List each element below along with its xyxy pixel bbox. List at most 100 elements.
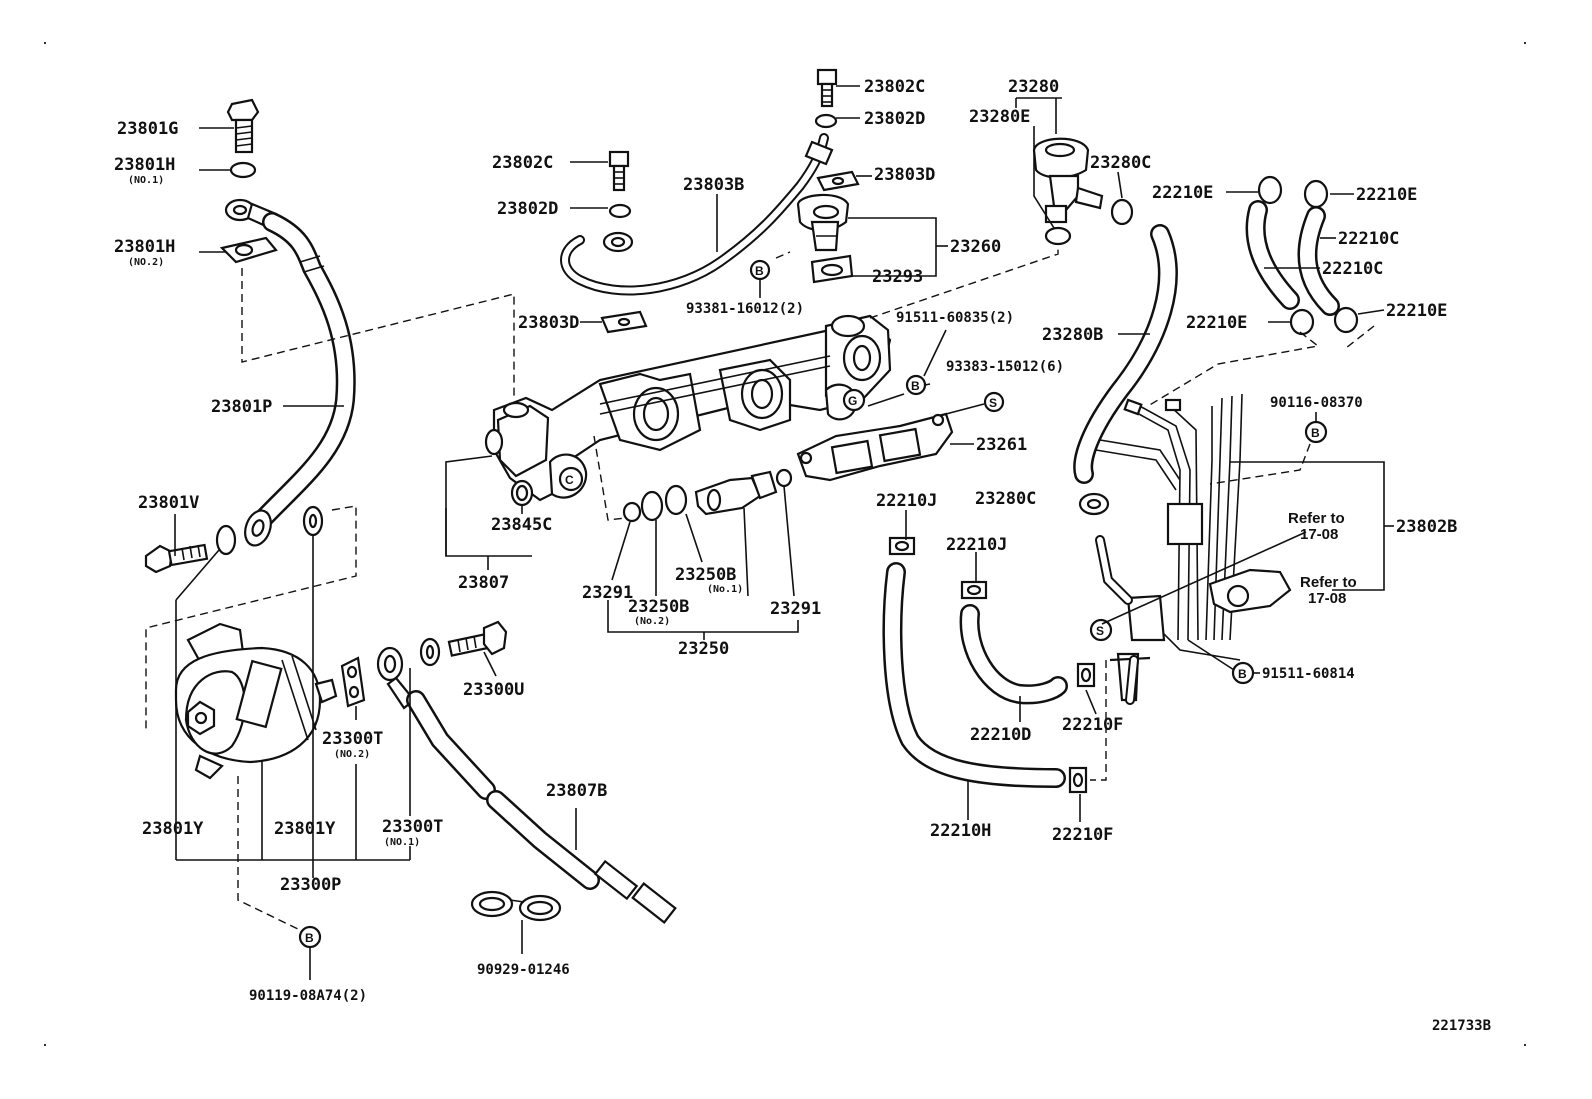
clamp-22210E-b <box>1303 179 1329 209</box>
fuel-delivery-pipe-23807 <box>484 314 892 502</box>
union-bolt-23801V <box>144 543 209 574</box>
right-group: B S B B <box>298 97 1394 949</box>
label-22210J-b: 22210J <box>946 535 1007 555</box>
clip-22210J-a <box>888 536 916 556</box>
bolt-symbol-91511-60814: B <box>1238 667 1247 681</box>
label-22210F-a: 22210F <box>1062 715 1123 735</box>
gasket-23293 <box>810 254 854 284</box>
label-23280: 23280 <box>1008 77 1059 97</box>
fuel-hose-23807B <box>406 690 677 924</box>
label-23802C-left: 23802C <box>492 153 553 173</box>
label-23802D-upper: 23802D <box>864 109 925 129</box>
part-labels: 23801G 23801H (NO.1) 23801H (NO.2) 23801… <box>114 77 1491 1034</box>
gasket-23300T-no2 <box>340 656 366 708</box>
label-23801H-no1: 23801H <box>114 155 175 175</box>
clip-22210F-a <box>1076 662 1096 688</box>
label-23280C-upper: 23280C <box>1090 153 1151 173</box>
label-23801Y-a: 23801Y <box>142 819 204 839</box>
stud-marker-93383 <box>983 391 1005 413</box>
label-23801V: 23801V <box>138 493 199 513</box>
bolt-marker-91511-60814 <box>1231 661 1255 685</box>
label-23291-a: 23291 <box>582 583 633 603</box>
bolt-marker-93381 <box>749 259 771 281</box>
label-23250B-no2-note: (No.2) <box>634 616 670 627</box>
label-23300T-no2: 23300T <box>322 729 383 749</box>
label-93381-16012: 93381-16012(2) <box>686 301 804 317</box>
gasket-23801H-no1 <box>229 161 257 179</box>
label-22210C-a: 22210C <box>1338 229 1399 249</box>
gasket-symbol: G <box>848 394 857 408</box>
label-23261: 23261 <box>976 435 1027 455</box>
label-23250B-no1: 23250B <box>675 565 736 585</box>
bolt-symbol-93381: B <box>755 264 764 278</box>
hose-22210D <box>959 604 1068 705</box>
label-23250B-no2: 23250B <box>628 597 689 617</box>
label-23260: 23260 <box>950 237 1001 257</box>
corner-marks <box>44 42 1526 1046</box>
stud-symbol-right: S <box>1096 624 1104 638</box>
label-23280C-lower: 23280C <box>975 489 1036 509</box>
label-23293: 23293 <box>872 267 923 287</box>
gasket-23801Y-a <box>215 524 237 556</box>
label-23801H-no2-note: (NO.2) <box>128 257 164 268</box>
union-bolt-23801G <box>226 98 260 154</box>
hose-end-fitting <box>244 509 272 547</box>
label-23250: 23250 <box>678 639 729 659</box>
bolt-symbol-90116: B <box>1311 426 1320 440</box>
label-22210H: 22210H <box>930 821 991 841</box>
label-91511-60814: 91511-60814 <box>1262 666 1355 682</box>
fuel-hose-23801P <box>252 212 356 530</box>
hose-clamp-90929 <box>470 890 562 922</box>
label-22210D: 22210D <box>970 725 1031 745</box>
vsv-23280 <box>1032 137 1104 224</box>
label-23801H-no1-note: (NO.1) <box>128 175 164 186</box>
label-22210E-a: 22210E <box>1152 183 1213 203</box>
label-23845C: 23845C <box>491 515 552 535</box>
o-ring-23280E <box>1044 226 1072 246</box>
pulsation-damper-23300P <box>174 622 338 780</box>
label-23802B: 23802B <box>1396 517 1457 537</box>
stud-symbol-93383: S <box>989 396 997 410</box>
gasket-23802D-upper <box>814 113 838 129</box>
clamp-22210E-d <box>1333 306 1359 334</box>
hose-22210H <box>882 562 1066 788</box>
clip-23280C-upper <box>1110 198 1134 226</box>
label-22210F-b: 22210F <box>1052 825 1113 845</box>
diagram-id: 221733B <box>1432 1018 1491 1034</box>
gasket-23802D-left <box>608 203 632 219</box>
center-group: B B S G C <box>445 68 1059 640</box>
label-23300T-no1: 23300T <box>382 817 443 837</box>
label-23802D-left: 23802D <box>497 199 558 219</box>
label-refer-1-a: Refer to <box>1288 510 1345 527</box>
label-23801G: 23801G <box>117 119 178 139</box>
fitting-marker <box>558 466 584 492</box>
fitting-symbol: C <box>565 473 574 487</box>
label-23291-b: 23291 <box>770 599 821 619</box>
clip-22210F-b <box>1068 766 1088 794</box>
bolt-symbol-90119: B <box>305 931 314 945</box>
label-23250B-no1-note: (No.1) <box>707 584 743 595</box>
label-90929-01246: 90929-01246 <box>477 962 570 978</box>
gasket-23803D-lower <box>600 310 648 334</box>
injector-23250 <box>622 468 793 523</box>
gasket-marker <box>842 388 866 412</box>
label-refer-2-b: 17-08 <box>1308 590 1346 607</box>
hose-22210C-left <box>1245 200 1300 310</box>
label-23300T-no1-note: (NO.1) <box>384 837 420 848</box>
label-23300U: 23300U <box>463 680 524 700</box>
clip-23280C-lower <box>1078 492 1110 516</box>
label-22210E-c: 22210E <box>1186 313 1247 333</box>
label-23802C-upper: 23802C <box>864 77 925 97</box>
label-22210E-d: 22210E <box>1386 301 1447 321</box>
label-23801H-no2: 23801H <box>114 237 175 257</box>
union-bolt-23300U <box>447 620 508 657</box>
bolt-marker-90119 <box>298 925 322 949</box>
label-23803B: 23803B <box>683 175 744 195</box>
gasket-23803D-upper <box>816 170 860 192</box>
bolt-symbol-91511: B <box>911 379 920 393</box>
pipe-stub <box>1095 535 1139 705</box>
label-93383-15012: 93383-15012(6) <box>946 359 1064 375</box>
label-22210J-a: 22210J <box>876 491 937 511</box>
label-refer-1-b: 17-08 <box>1300 526 1338 543</box>
